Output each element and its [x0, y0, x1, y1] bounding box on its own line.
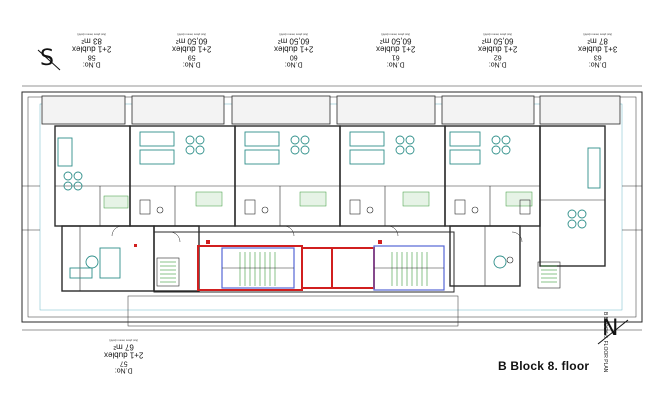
south-compass-ring-icon — [37, 49, 61, 71]
unit-stairs — [156, 257, 561, 289]
side-plan-title: B BLOCK 8. FLOOR PLAN — [602, 312, 608, 373]
apt-number: 63 — [593, 53, 602, 61]
apt-type: 2+1 dublex — [104, 350, 144, 360]
apt-door-label: D.No: — [588, 60, 607, 68]
roof-segments — [41, 95, 621, 125]
apt-type: 2+1 dublex — [72, 44, 112, 54]
apt-note: (kat planı terası dahil) — [583, 32, 613, 37]
apt-note: (kat planı terası dahil) — [177, 32, 207, 37]
stair-core-right — [373, 245, 445, 291]
apt-area: 60,50 m² — [175, 36, 208, 46]
apt-type: 2+1 dublex — [274, 44, 314, 54]
north-compass-icon: N — [602, 316, 618, 341]
apt-note: (kat planı terası dahil) — [483, 32, 513, 37]
apt-door-label: D.No: — [386, 60, 405, 68]
apt-door-label: D.No: — [82, 60, 101, 68]
apt-number: 58 — [87, 53, 96, 61]
apt-door-label: D.No: — [114, 366, 133, 374]
apartment-label-63: D.No: 63 3+1 dublex 87 m² (kat planı ter… — [578, 32, 618, 68]
building-outline — [21, 91, 643, 323]
apt-area: 83 m² — [81, 36, 102, 46]
apt-area: 67 m² — [113, 342, 134, 352]
north-compass-arrow-icon — [597, 319, 629, 345]
door-swings — [111, 225, 523, 243]
apt-type: 3+1 dublex — [578, 44, 618, 54]
apt-door-label: D.No: — [284, 60, 303, 68]
unit-internal-stairs — [103, 191, 533, 209]
apt-number: 59 — [187, 53, 196, 61]
apartment-label-57: D.No: 57 2+1 dublex 67 m² (kat planı ter… — [104, 338, 144, 374]
apartment-label-58: D.No: 58 2+1 dublex 83 m² (kat planı ter… — [72, 32, 112, 68]
furniture — [57, 131, 601, 279]
corridor — [153, 231, 455, 293]
markers — [134, 240, 382, 247]
apt-number: 60 — [289, 53, 298, 61]
apt-area: 87 m² — [587, 36, 608, 46]
terrace-and-dimensions — [22, 85, 642, 331]
apt-note: (kat planı terası dahil) — [279, 32, 309, 37]
apt-area: 60,50 m² — [277, 36, 310, 46]
bathroom-fixtures — [139, 199, 531, 264]
apt-number: 62 — [493, 53, 502, 61]
unit-walls — [54, 125, 606, 292]
apartment-label-61: D.No: 61 2+1 dublex 60,50 m² (kat planı … — [376, 32, 416, 68]
apt-note: (kat planı terası dahil) — [77, 32, 107, 37]
apt-door-label: D.No: — [182, 60, 201, 68]
elevator-shafts — [301, 247, 375, 289]
apartment-label-60: D.No: 60 2+1 dublex 60,50 m² (kat planı … — [274, 32, 314, 68]
north-letter: N — [602, 316, 619, 341]
apt-area: 60,50 m² — [481, 36, 514, 46]
apt-door-label: D.No: — [488, 60, 507, 68]
partitions — [55, 185, 605, 291]
apartment-label-59: D.No: 59 2+1 dublex 60,50 m² (kat planı … — [172, 32, 212, 68]
apt-note: (kat planı terası dahil) — [381, 32, 411, 37]
apt-type: 2+1 dublex — [376, 44, 416, 54]
apt-number: 61 — [391, 53, 400, 61]
apt-type: 2+1 dublex — [478, 44, 518, 54]
apt-note: (kat planı terası dahil) — [109, 338, 139, 343]
plan-title: B Block 8. floor — [498, 359, 590, 373]
stair-core-left — [197, 245, 303, 291]
apt-number: 57 — [119, 359, 128, 367]
apt-area: 60,50 m² — [379, 36, 412, 46]
apt-type: 2+1 dublex — [172, 44, 212, 54]
apartment-label-62: D.No: 62 2+1 dublex 60,50 m² (kat planı … — [478, 32, 518, 68]
